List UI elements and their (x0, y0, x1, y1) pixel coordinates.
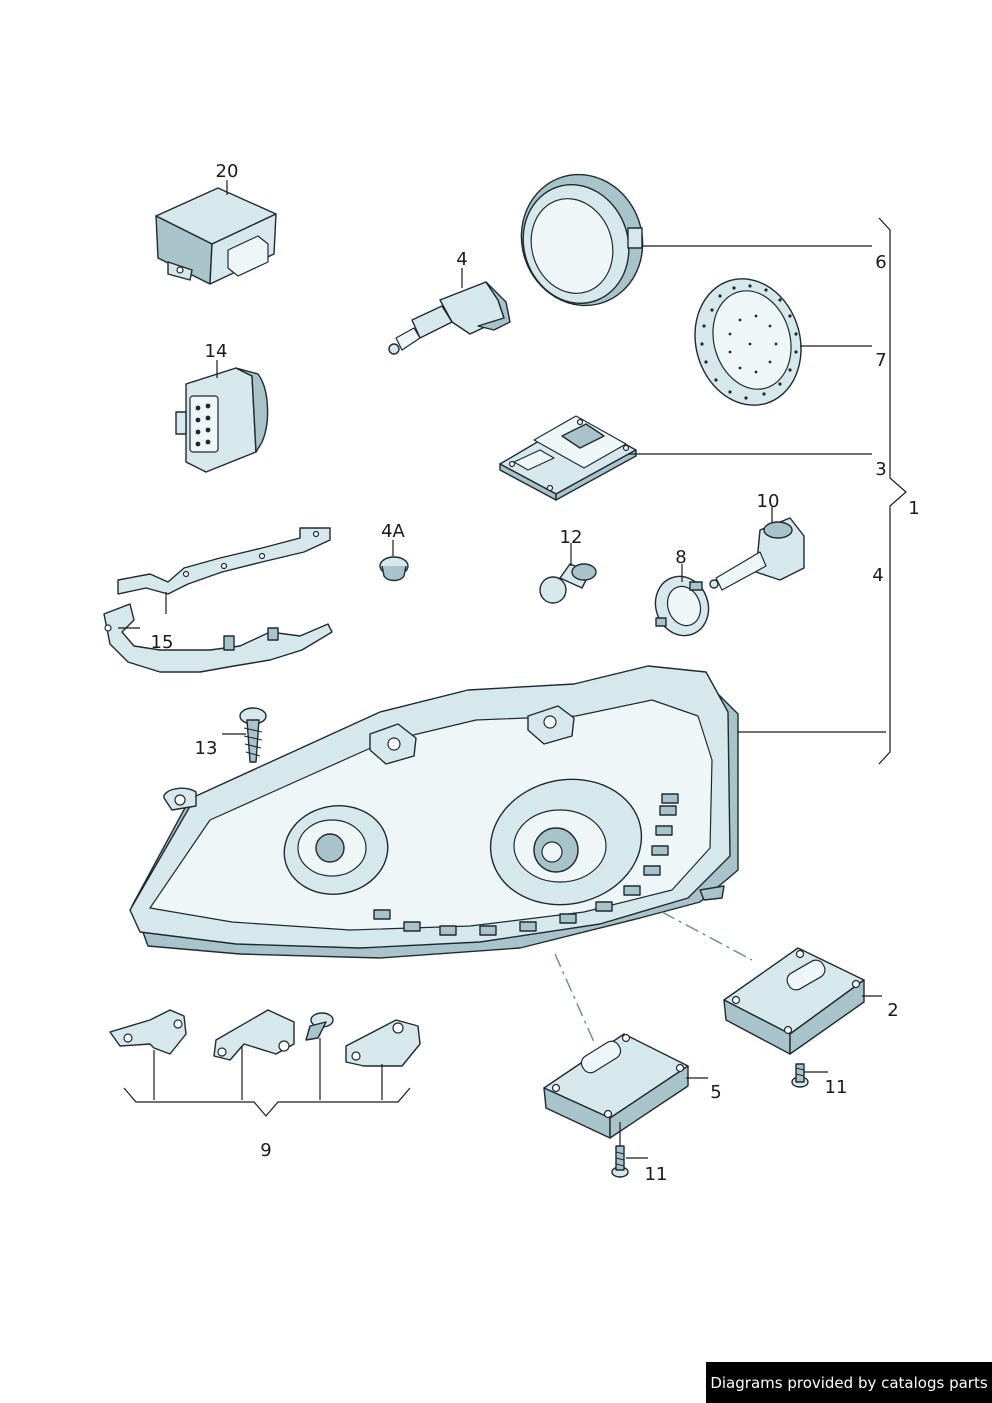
assembly-line-2 (661, 911, 753, 961)
part-6-cover-cap (520, 173, 644, 307)
callout-9: 9 (260, 1140, 271, 1161)
part-9-repair-bracket-b (213, 1009, 295, 1061)
callout-6: 6 (875, 252, 886, 273)
part-4-bulb (388, 281, 511, 355)
credit-banner: Diagrams provided by catalogs parts (706, 1362, 992, 1403)
part-10-xenon-bulb (709, 517, 805, 591)
callout-3: 3 (875, 459, 886, 480)
headlight-housing (129, 665, 739, 959)
part-11-screw-b (611, 1145, 629, 1178)
part-5-ballast (543, 1033, 689, 1139)
callout-4-bulb: 4 (456, 249, 467, 270)
part-20-control-unit (155, 187, 277, 285)
part-9-repair-bracket-c (345, 1019, 421, 1067)
callout-8: 8 (675, 547, 686, 568)
part-2-ballast (723, 947, 865, 1055)
part-9-repair-bracket-a (109, 1009, 187, 1055)
callout-15: 15 (151, 632, 174, 653)
part-11-screw-a (791, 1063, 809, 1088)
callout-12: 12 (560, 527, 583, 548)
part-3-circuit-board (499, 415, 637, 501)
leaders-9 (123, 1038, 411, 1117)
part-4a-plug (379, 556, 409, 582)
assembly-line-5 (554, 953, 595, 1043)
part-9-repair-screw (305, 1012, 334, 1041)
callout-11b: 11 (645, 1164, 668, 1185)
callout-4-housing: 4 (872, 565, 883, 586)
part-13-screw (239, 707, 267, 763)
callout-14: 14 (205, 341, 228, 362)
callout-5: 5 (710, 1082, 721, 1103)
part-12-ball-stud (539, 563, 597, 604)
part-8-retaining-ring (654, 575, 710, 637)
callout-2: 2 (887, 1000, 898, 1021)
part-7-perforated-ring (694, 278, 802, 406)
callout-20: 20 (216, 161, 239, 182)
callout-11a: 11 (825, 1077, 848, 1098)
callout-1: 1 (908, 498, 919, 519)
callout-4a: 4A (381, 521, 405, 542)
callout-13: 13 (195, 738, 218, 759)
group-brace-1 (878, 217, 907, 765)
part-14-connector (175, 367, 269, 473)
callout-7: 7 (875, 350, 886, 371)
part-15-mounting-strips (103, 527, 333, 673)
callout-10: 10 (757, 491, 780, 512)
